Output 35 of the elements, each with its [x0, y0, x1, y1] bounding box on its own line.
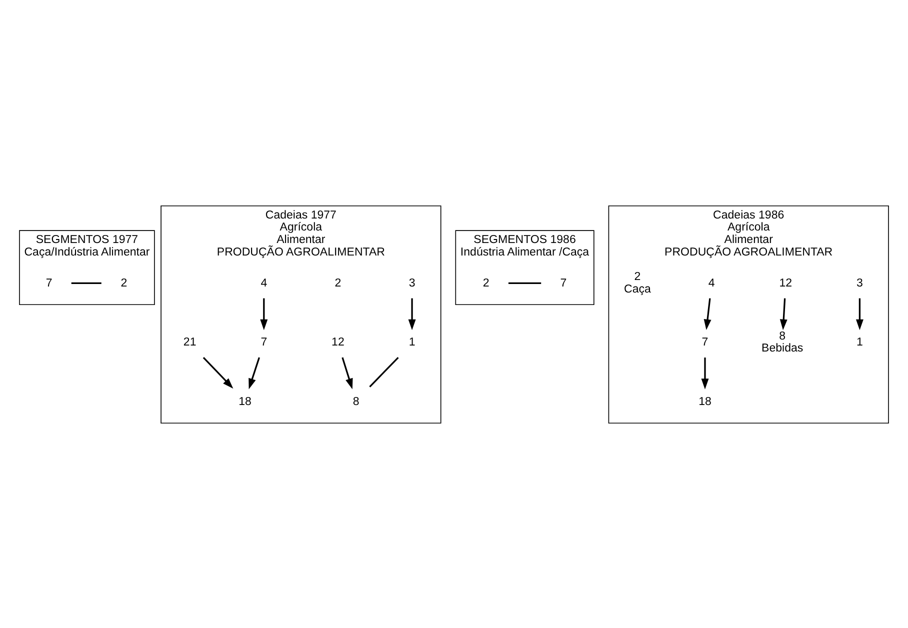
arrow: [248, 356, 260, 389]
node-text: 3: [408, 276, 416, 289]
node-text: 1: [856, 336, 863, 348]
node-text: 7: [260, 336, 268, 348]
node-label: Bebidas: [762, 342, 804, 354]
node-text: 18: [238, 395, 252, 408]
node-text: 2: [120, 276, 128, 289]
node-text: 2: [334, 276, 342, 289]
arrow: [202, 356, 234, 388]
node-text: 3: [856, 276, 863, 289]
node-text: 18: [698, 395, 712, 408]
connector: [508, 282, 542, 284]
node-text: 8: [779, 330, 786, 342]
arrow: [856, 298, 864, 330]
node-text: 8: [352, 395, 360, 408]
arrow: [780, 298, 788, 330]
node-label: Caça: [624, 282, 651, 295]
node-text: 7: [560, 276, 567, 289]
node-text: 7: [702, 336, 708, 348]
arrow: [701, 357, 709, 389]
arrow: [260, 298, 268, 330]
arrow: [342, 356, 353, 389]
node-text: 4: [708, 276, 715, 289]
connector: [71, 282, 102, 284]
node-text: 12: [332, 336, 344, 348]
arrow: [408, 298, 416, 330]
node-text: 1: [408, 336, 416, 348]
node-text: 12: [779, 276, 792, 289]
node-text: 2: [482, 276, 490, 289]
node-text: 2: [634, 270, 641, 283]
arrow: [704, 298, 712, 330]
node-text: 21: [183, 336, 196, 348]
connector: [369, 356, 399, 387]
node-text: 4: [260, 276, 268, 289]
node-text: 7: [46, 276, 52, 289]
